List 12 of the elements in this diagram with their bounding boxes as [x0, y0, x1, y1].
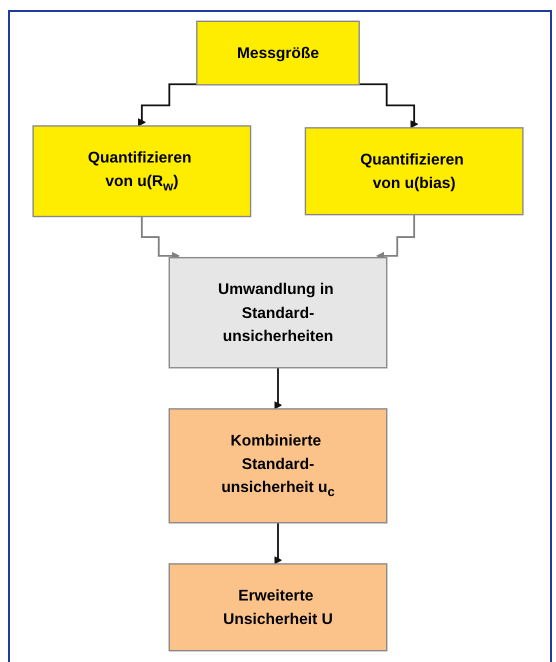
arrow	[274, 522, 282, 564]
arrow	[359, 83, 418, 128]
arrow	[376, 214, 416, 260]
process-box: Quantifizieren von u(bias)	[304, 127, 524, 216]
arrow	[140, 216, 180, 260]
process-box: Quantifizieren von u(R$_{w}$)	[32, 125, 252, 218]
process-box: Erweiterte Unsicherheit U	[168, 563, 388, 652]
arrow	[138, 83, 197, 126]
arrow	[274, 366, 282, 410]
process-box: Umwandlung in Standard-unsicherheiten	[168, 256, 388, 368]
process-box: Messgröße	[196, 20, 360, 86]
process-box: Kombinierte Standard-unsicherheit u$_{c}$	[168, 408, 388, 524]
